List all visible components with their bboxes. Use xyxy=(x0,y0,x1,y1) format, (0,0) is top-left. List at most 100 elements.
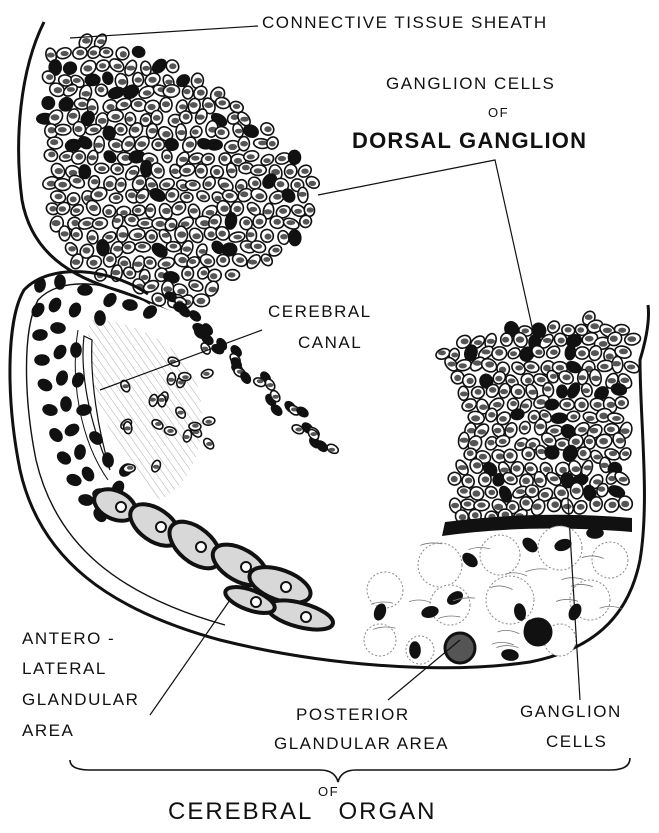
cell-nucleus xyxy=(203,372,210,376)
cell-nucleus xyxy=(471,415,480,421)
cell-nucleus xyxy=(55,194,63,200)
cell-nucleus xyxy=(134,233,143,239)
cell-nucleus xyxy=(154,167,162,173)
cell-nucleus xyxy=(438,350,446,355)
cell-nucleus xyxy=(177,289,185,295)
cell-nucleus xyxy=(585,314,593,320)
cell-nucleus xyxy=(205,181,212,187)
cell-nucleus xyxy=(599,341,608,347)
cell-nucleus xyxy=(267,383,274,387)
label-glandular: GLANDULAR xyxy=(22,691,139,708)
cell-nucleus xyxy=(565,327,572,332)
cell-nucleus xyxy=(142,66,150,71)
gland-granule xyxy=(461,551,480,569)
cell-nucleus xyxy=(210,273,217,279)
cell-nucleus xyxy=(118,79,127,85)
cell-nucleus xyxy=(537,377,546,383)
cell-nucleus xyxy=(294,209,302,214)
cell-nucleus xyxy=(263,257,270,262)
cell-nucleus xyxy=(234,158,242,164)
cell-nucleus xyxy=(88,155,96,160)
cell-nucleus xyxy=(138,244,146,249)
cell-nucleus xyxy=(295,428,302,432)
cell-nucleus xyxy=(183,435,190,439)
cell-nucleus xyxy=(521,404,529,409)
label-ganglion: GANGLION xyxy=(520,703,622,720)
cell-nucleus xyxy=(465,403,473,409)
cell-nucleus xyxy=(197,90,205,96)
gland-fiber xyxy=(492,642,514,645)
cell-nucleus xyxy=(254,244,262,249)
cell-nucleus xyxy=(583,388,590,393)
cell-nucleus xyxy=(264,209,273,214)
cell-nucleus xyxy=(454,375,461,381)
cell-nucleus xyxy=(125,141,134,147)
cell-nucleus xyxy=(164,154,171,159)
cell-nucleus xyxy=(586,439,593,445)
cell-nucleus xyxy=(225,193,233,199)
cell-nucleus xyxy=(263,158,270,163)
cell-nucleus xyxy=(91,179,98,184)
cell-nucleus xyxy=(171,118,179,124)
cell-nucleus xyxy=(627,336,636,342)
cell-nucleus xyxy=(205,420,212,424)
cell-nucleus xyxy=(141,221,150,226)
cell-nucleus xyxy=(578,375,586,380)
cell-nucleus xyxy=(58,127,67,132)
cell-nucleus xyxy=(126,66,135,71)
cell-nucleus xyxy=(619,477,628,482)
cell-nucleus xyxy=(527,466,534,471)
cell-nucleus xyxy=(148,182,156,187)
lateral-cell xyxy=(71,372,85,388)
cell-nucleus xyxy=(487,339,495,344)
cell-nucleus xyxy=(129,170,138,175)
cell-nucleus xyxy=(525,378,532,384)
cell-nucleus xyxy=(153,115,161,121)
cell-nucleus xyxy=(228,168,236,173)
lateral-cell xyxy=(48,426,65,443)
cell-nucleus xyxy=(68,246,76,251)
cell-nucleus xyxy=(487,440,494,446)
label-area: AREA xyxy=(22,722,74,739)
cell-nucleus xyxy=(612,361,621,366)
cell-nucleus xyxy=(137,194,145,199)
cell-nucleus xyxy=(134,77,142,82)
cell-nucleus xyxy=(488,490,495,496)
cell-nucleus xyxy=(577,504,585,510)
cell-nucleus xyxy=(113,246,122,252)
cerebral-canal-region xyxy=(88,320,202,500)
cell-nucleus xyxy=(537,449,545,454)
cell-nucleus xyxy=(537,399,546,405)
cell-nucleus xyxy=(94,143,103,148)
cell-nucleus xyxy=(162,208,171,214)
cell-nucleus xyxy=(451,503,459,509)
cell-nucleus xyxy=(531,415,538,421)
lateral-cell xyxy=(122,299,137,311)
cell-nucleus xyxy=(147,284,156,289)
cell-nucleus xyxy=(128,192,136,198)
cell-nucleus xyxy=(179,157,187,162)
cell-nucleus xyxy=(477,502,486,507)
cell-nucleus xyxy=(265,234,272,240)
cell-nucleus xyxy=(619,349,628,355)
cell-nucleus xyxy=(149,398,156,402)
cell-nucleus xyxy=(527,364,535,369)
cell-nucleus xyxy=(269,141,276,147)
cell-nucleus xyxy=(494,428,502,434)
cell-nucleus xyxy=(90,260,98,266)
gland-granule xyxy=(410,642,421,658)
cell-nucleus xyxy=(572,466,581,472)
cell-nucleus xyxy=(162,131,170,137)
cell-nucleus xyxy=(72,220,79,226)
lateral-cell xyxy=(55,450,72,466)
gland-fiber xyxy=(496,646,518,648)
cell-nucleus xyxy=(214,91,223,97)
cell-nucleus xyxy=(94,191,103,197)
cell-nucleus xyxy=(83,65,92,71)
cell-nucleus xyxy=(204,258,212,264)
cell-nucleus xyxy=(309,181,317,186)
cell-nucleus xyxy=(515,389,523,395)
ganglion-cell xyxy=(141,160,152,177)
cell-nucleus xyxy=(535,350,542,355)
cell-nucleus xyxy=(479,404,487,410)
